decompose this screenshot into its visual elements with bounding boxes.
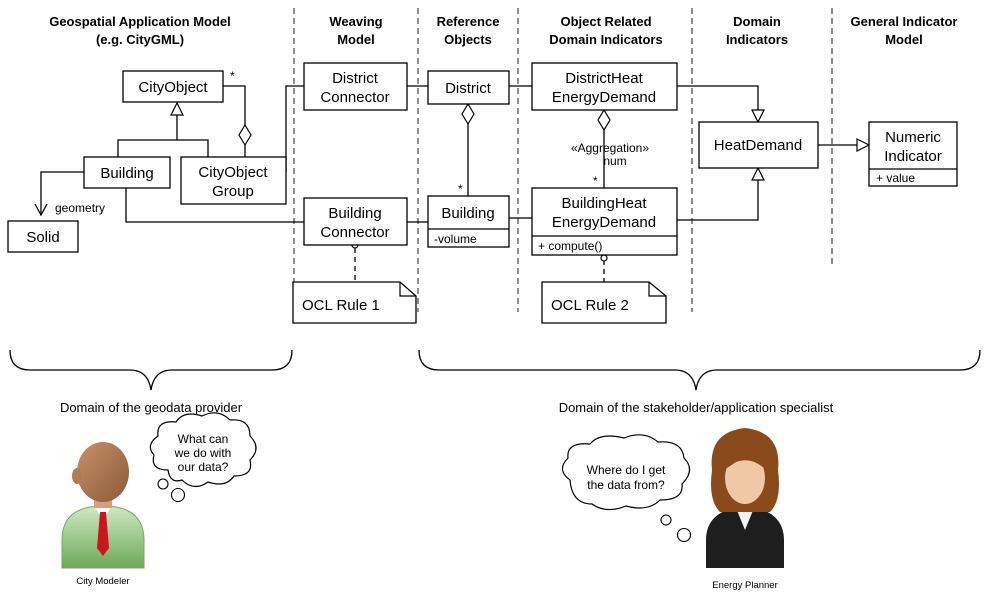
- aggregation-cityobject-group: [223, 85, 246, 125]
- svg-text:CityObject: CityObject: [138, 79, 208, 96]
- svg-text:OCL Rule 1: OCL Rule 1: [302, 297, 380, 314]
- class-district-connector: District Connector: [303, 62, 408, 111]
- svg-text:Geospatial Application Model: Geospatial Application Model: [49, 14, 231, 29]
- svg-text:Model: Model: [337, 32, 375, 47]
- generalization-group-cityobject: [177, 139, 209, 157]
- svg-text:Connector: Connector: [320, 224, 389, 241]
- note-ocl-rule-2: OCL Rule 2: [541, 281, 667, 324]
- svg-text:Reference: Reference: [437, 14, 500, 29]
- generalization-districtheat-heatdemand: [677, 85, 758, 122]
- class-building-geo: Building: [83, 156, 171, 189]
- header-object-related-indicators: Object Related Domain Indicators: [549, 14, 662, 47]
- svg-text:Model: Model: [885, 32, 923, 47]
- aggregation-diamond-district: [461, 102, 475, 126]
- svg-text:Group: Group: [212, 183, 254, 200]
- svg-text:Object Related: Object Related: [560, 14, 651, 29]
- class-building-connector: Building Connector: [303, 197, 408, 246]
- class-numeric-indicator: Numeric Indicator + value: [868, 121, 958, 187]
- header-geospatial-model: Geospatial Application Model (e.g. CityG…: [49, 14, 231, 47]
- city-modeler-label: City Modeler: [76, 576, 129, 587]
- svg-text:Numeric: Numeric: [885, 129, 941, 146]
- class-districtheat-energydemand: DistrictHeat EnergyDemand: [531, 62, 678, 111]
- aggregation-diamond-group: [238, 123, 252, 147]
- svg-text:Indicators: Indicators: [726, 32, 788, 47]
- svg-text:the data from?: the data from?: [587, 478, 665, 492]
- link-building-building-connector: [125, 187, 304, 223]
- svg-text:(e.g. CityGML): (e.g. CityGML): [96, 32, 184, 47]
- modeler-thought-bubble: What can we do with our data?: [149, 412, 257, 503]
- svg-text:-volume: -volume: [434, 232, 477, 246]
- header-domain-indicators: Domain Indicators: [726, 14, 788, 47]
- domain-right-label: Domain of the stakeholder/application sp…: [559, 400, 834, 415]
- svg-text:BuildingHeat: BuildingHeat: [561, 195, 647, 212]
- class-solid: Solid: [7, 220, 79, 253]
- svg-text:What can: What can: [178, 432, 229, 446]
- aggregation-stereotype: «Aggregation»: [571, 141, 649, 155]
- domain-left-label: Domain of the geodata provider: [60, 400, 243, 415]
- brace-right: [418, 349, 981, 391]
- svg-text:Objects: Objects: [444, 32, 492, 47]
- svg-text:CityObject: CityObject: [198, 164, 268, 181]
- svg-text:+ compute(): + compute(): [538, 239, 602, 253]
- link-group-district-connector: [285, 85, 304, 172]
- header-general-indicator-model: General Indicator Model: [851, 14, 958, 47]
- svg-text:EnergyDemand: EnergyDemand: [552, 214, 656, 231]
- svg-text:Weaving: Weaving: [329, 14, 382, 29]
- class-buildingheat-energydemand: BuildingHeat EnergyDemand + compute(): [531, 187, 678, 256]
- mult-cityobject: *: [230, 69, 235, 83]
- svg-text:Domain: Domain: [733, 14, 781, 29]
- aggregation-num: num: [603, 154, 626, 168]
- class-cityobject-group: CityObject Group: [180, 156, 287, 205]
- energy-planner-label: Energy Planner: [712, 580, 777, 591]
- svg-text:we do with: we do with: [174, 446, 232, 460]
- svg-text:+ value: + value: [876, 171, 915, 185]
- svg-text:DistrictHeat: DistrictHeat: [565, 70, 643, 87]
- svg-text:Domain Indicators: Domain Indicators: [549, 32, 662, 47]
- brace-left: [9, 349, 293, 391]
- class-cityobject: CityObject: [122, 70, 224, 103]
- class-building-ref: Building -volume: [427, 195, 510, 248]
- planner-thought-bubble: Where do I get the data from?: [561, 434, 692, 543]
- class-district: District: [427, 70, 510, 105]
- energy-planner-figure: [706, 428, 784, 568]
- svg-text:HeatDemand: HeatDemand: [714, 137, 802, 154]
- svg-text:OCL Rule 2: OCL Rule 2: [551, 297, 629, 314]
- svg-text:General Indicator: General Indicator: [851, 14, 958, 29]
- generalization-buildingheat-heatdemand: [677, 168, 758, 221]
- note-ocl-rule-1: OCL Rule 1: [292, 281, 417, 324]
- class-heatdemand: HeatDemand: [698, 121, 819, 169]
- svg-text:Where do I get: Where do I get: [587, 463, 666, 477]
- svg-text:Building: Building: [441, 205, 494, 222]
- header-weaving-model: Weaving Model: [329, 14, 382, 47]
- svg-text:District: District: [445, 80, 492, 97]
- svg-text:Solid: Solid: [26, 229, 59, 246]
- svg-text:Connector: Connector: [320, 89, 389, 106]
- aggregation-diamond-heat: [597, 108, 611, 132]
- mult-building-ref: *: [458, 182, 463, 196]
- generalization-building-cityobject: [117, 103, 177, 157]
- city-modeler-figure: [61, 442, 145, 569]
- svg-text:our data?: our data?: [178, 460, 229, 474]
- association-geometry: [34, 171, 84, 217]
- ocl2-anchor-dot: [600, 254, 608, 262]
- geometry-label: geometry: [55, 201, 105, 215]
- mult-buildingheat: *: [593, 174, 598, 188]
- svg-text:Building: Building: [100, 165, 153, 182]
- header-reference-objects: Reference Objects: [437, 14, 500, 47]
- svg-text:Building: Building: [328, 205, 381, 222]
- svg-text:Indicator: Indicator: [884, 148, 942, 165]
- svg-text:District: District: [332, 70, 379, 87]
- svg-text:EnergyDemand: EnergyDemand: [552, 89, 656, 106]
